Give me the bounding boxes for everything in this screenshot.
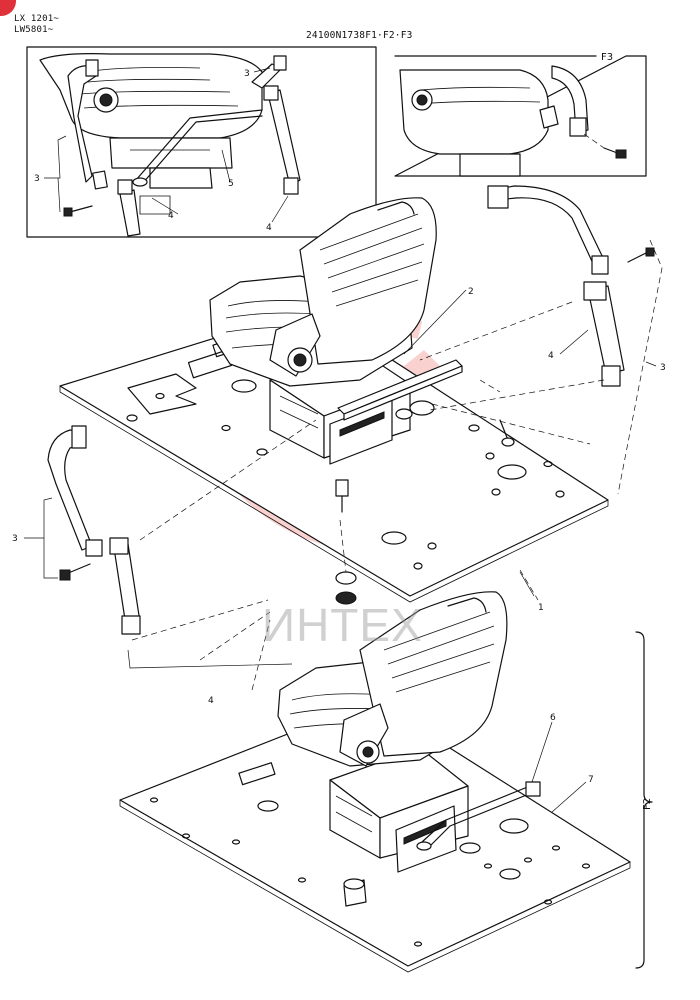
callout-main-3-right: 3 [660, 363, 666, 373]
callout-inset-left-3-side: 3 [34, 174, 40, 184]
model-code-2: LW5801~ [14, 25, 54, 35]
callout-inset-left-4-right: 4 [266, 223, 272, 233]
inset-left: 3 3 5 4 4 [26, 46, 377, 238]
inset-right: F3 [394, 52, 647, 177]
callout-main-1: 1 [538, 603, 544, 613]
main-assembly: 2 4 3 3 4 1 [12, 185, 666, 706]
model-codes: LX 1201~ LW5801~ [14, 14, 59, 36]
lower-assembly: 6 7 F2 [119, 591, 653, 973]
model-code-1: LX 1201~ [14, 14, 59, 24]
drawing-code: 24100N1738F1·F2·F3 [306, 30, 413, 41]
callout-inset-left-3-top: 3 [244, 69, 250, 79]
callout-main-4-right: 4 [548, 351, 554, 361]
watermark-text: ИНТЕХ [262, 599, 423, 651]
callout-main-3-left: 3 [12, 534, 18, 544]
callout-main-2: 2 [468, 287, 474, 297]
callout-lower-f2: F2 [642, 798, 653, 810]
callout-lower-7: 7 [588, 775, 594, 785]
callout-lower-6: 6 [550, 713, 556, 723]
callout-inset-left-4-bottom: 4 [168, 211, 174, 221]
inset-left-frame [26, 46, 377, 238]
callout-inset-left-5: 5 [228, 179, 234, 189]
callout-main-4-left: 4 [208, 696, 214, 706]
inset-right-label: F3 [601, 52, 613, 63]
